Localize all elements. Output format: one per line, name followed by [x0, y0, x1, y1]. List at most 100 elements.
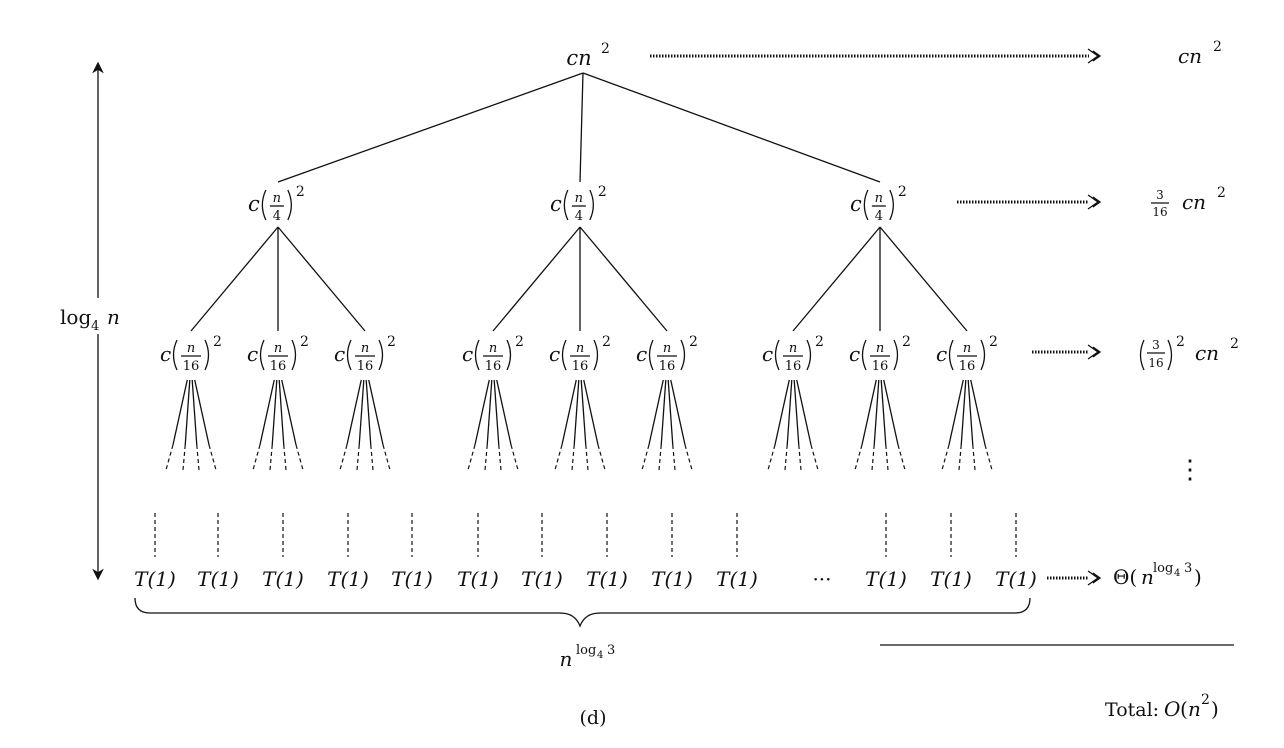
root-cost-text: cn: [566, 46, 591, 70]
fraction-numerator: n: [489, 341, 497, 356]
leaf-count-brace: [134, 597, 1031, 628]
right-paren: [1167, 339, 1173, 371]
level2-child-edge-dashed: [382, 444, 391, 471]
fraction-numerator: n: [361, 341, 369, 356]
level2-child-edge-dashed: [784, 444, 788, 471]
level2-child-edge: [786, 379, 793, 446]
node-coefficient: c: [550, 192, 562, 216]
level2-child-edge-dashed: [767, 444, 776, 471]
fraction-numerator: n: [789, 341, 797, 356]
level0-cost-text: cn: [1178, 44, 1202, 68]
level2-child-edge-dashed: [571, 444, 575, 471]
fraction-numerator: n: [274, 341, 282, 356]
level2-child-edge-dashed: [672, 444, 676, 471]
level2-child-edge-dashed: [467, 444, 476, 471]
fraction-denominator: 16: [485, 359, 502, 374]
level2-child-edge: [561, 379, 577, 446]
level2-child-edge-dashed: [339, 444, 348, 471]
leaf-node-T1: T(1): [586, 567, 628, 591]
level2-cost-denominator: 16: [1148, 356, 1163, 370]
level2-cost-exponent: 2: [1176, 334, 1185, 350]
level2-child-edge-dashed: [597, 444, 606, 471]
total-big-o: O: [1164, 697, 1180, 721]
cost-vertical-ellipsis: ⋮: [1177, 455, 1203, 485]
leaf-node-T1: T(1): [262, 567, 304, 591]
level2-child-edge-dashed: [798, 444, 802, 471]
node-coefficient: c: [248, 192, 260, 216]
level2-child-edge-dashed: [370, 444, 374, 471]
leaf-node-T1: T(1): [457, 567, 499, 591]
theta-n: n: [1141, 565, 1154, 589]
fraction-denominator: 4: [875, 209, 883, 224]
left-paren: [346, 339, 352, 371]
level2-child-edge-dashed: [941, 444, 950, 471]
level2-child-edge-dashed: [554, 444, 563, 471]
theta-close: ): [1194, 565, 1202, 589]
level1-child-edge: [579, 226, 668, 332]
theta-sup-log: log: [1153, 561, 1173, 576]
level2-child-edge-dashed: [885, 444, 889, 471]
level2-child-edge-dashed: [958, 444, 962, 471]
level2-child-edge: [960, 379, 967, 446]
node-exponent: 2: [902, 334, 911, 350]
node-exponent: 2: [296, 184, 305, 200]
leaf-node-T1: T(1): [521, 567, 563, 591]
level2-child-edge-dashed: [208, 444, 217, 471]
dotted-arrow-head: [1087, 344, 1102, 360]
root-child-edge: [582, 72, 881, 183]
dotted-arrow-head: [1087, 570, 1102, 586]
level1-child-edge: [190, 226, 279, 332]
left-paren: [863, 189, 869, 221]
leaf-count-base: n: [560, 647, 573, 671]
level2-child-edge: [281, 379, 297, 446]
node-exponent: 2: [898, 184, 907, 200]
level2-child-edge-dashed: [165, 444, 174, 471]
node-exponent: 2: [689, 334, 698, 350]
node-exponent: 2: [515, 334, 524, 350]
height-variable: n: [107, 305, 120, 329]
level1-child-edge: [492, 226, 581, 332]
level2-child-edge-dashed: [269, 444, 273, 471]
leaf-count-sup-sub: 4: [597, 650, 603, 661]
left-paren: [774, 339, 780, 371]
level2-child-edge: [670, 379, 686, 446]
node-coefficient: c: [850, 192, 862, 216]
total-close-paren: ): [1211, 697, 1219, 721]
level2-child-edge: [368, 379, 384, 446]
level2-child-edge: [861, 379, 877, 446]
root-child-edge: [277, 72, 584, 183]
level2-child-edge: [796, 379, 812, 446]
level2-child-edge-dashed: [810, 444, 819, 471]
node-coefficient: c: [549, 342, 560, 366]
total-exponent: 2: [1201, 692, 1210, 708]
node-exponent: 2: [602, 334, 611, 350]
level2-child-edge: [259, 379, 275, 446]
level2-child-edge: [358, 379, 365, 446]
leaf-count-sup-log: log: [576, 643, 596, 658]
node-coefficient: c: [247, 342, 258, 366]
level2-child-edge: [648, 379, 664, 446]
fraction-numerator: n: [273, 191, 281, 206]
level2-child-edge-dashed: [854, 444, 863, 471]
level2-child-edge: [496, 379, 512, 446]
leaf-node-T1: T(1): [651, 567, 693, 591]
level2-child-edge-dashed: [641, 444, 650, 471]
level2-child-edge-dashed: [684, 444, 693, 471]
fraction-denominator: 16: [357, 359, 374, 374]
level2-child-edge-dashed: [356, 444, 360, 471]
level2-child-edge: [880, 379, 887, 446]
level2-child-edge-dashed: [196, 444, 200, 471]
